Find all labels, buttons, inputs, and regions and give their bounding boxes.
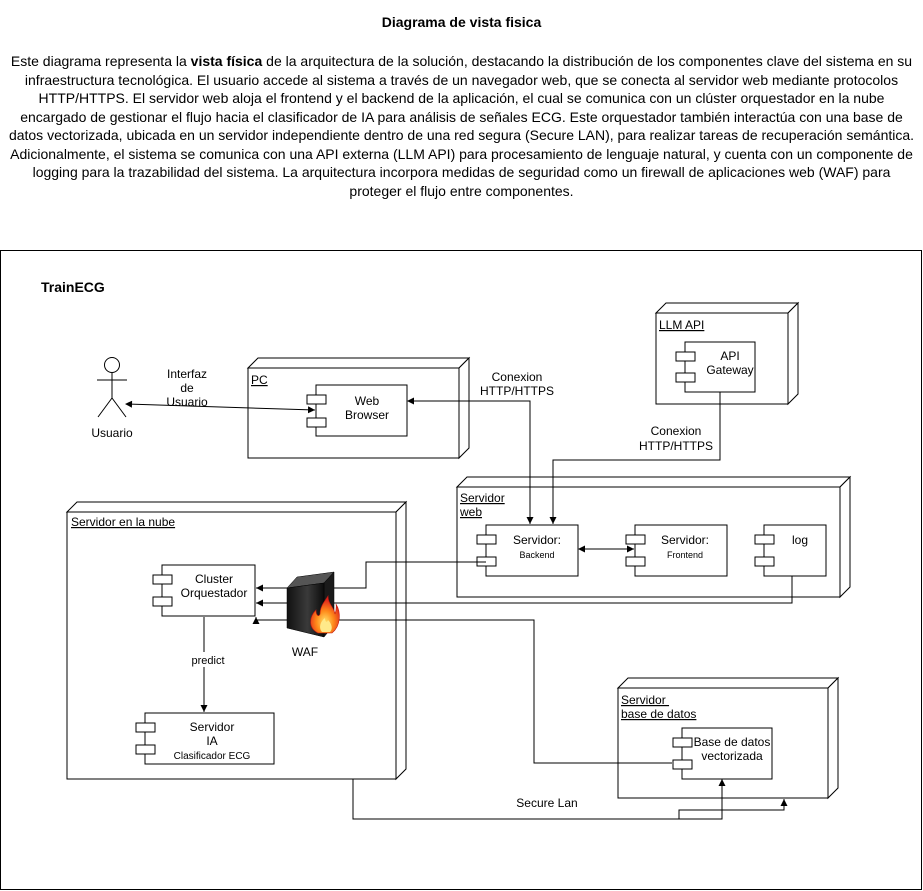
system-label: TrainECG <box>41 279 105 295</box>
component-frontend <box>625 524 728 577</box>
backend-sub: Backend <box>519 550 554 560</box>
component-servidor-ia <box>135 712 275 765</box>
ia-sub: Clasificador ECG <box>174 751 251 762</box>
node-pc-label: PC <box>251 373 268 387</box>
ia-label-1: Servidor <box>190 720 235 734</box>
component-log <box>754 524 827 577</box>
user-actor-label: Usuario <box>91 426 133 440</box>
waf-label: WAF <box>292 645 318 659</box>
page-title: Diagrama de vista fisica <box>381 14 542 30</box>
vector-db-label-2: vectorizada <box>701 749 763 763</box>
vector-db-label-1: Base de datos <box>694 735 771 749</box>
backend-title: Servidor: <box>513 533 561 547</box>
frontend-sub: Frontend <box>667 550 703 560</box>
interface-label-2: de <box>180 381 194 395</box>
component-api-gateway <box>675 341 756 393</box>
conn-http-2-label-2: HTTP/HTTPS <box>639 439 713 453</box>
edge-secure-lan-db <box>352 779 726 820</box>
description-bold: vista física <box>190 53 263 69</box>
edge-browser-backend <box>407 397 534 524</box>
predict-label: predict <box>191 655 224 667</box>
api-gateway-label-2: Gateway <box>706 363 753 377</box>
node-servidor-web-label-2: web <box>459 505 482 519</box>
cluster-label-2: Orquestador <box>181 586 248 600</box>
description-start: Este diagrama representa la <box>10 53 191 69</box>
edge-secure-lan-node <box>678 799 788 819</box>
secure-lan-label: Secure Lan <box>516 796 577 810</box>
conn-http-1-label-1: Conexion <box>492 370 543 384</box>
node-servidor-web-label-1: Servidor <box>460 491 505 505</box>
node-servidor-bd-label-2: base de datos <box>621 707 696 721</box>
system-frame <box>0 250 922 890</box>
conn-http-1-label-2: HTTP/HTTPS <box>480 384 554 398</box>
interface-label-1: Interfaz <box>167 367 207 381</box>
component-web-browser <box>306 384 408 437</box>
edge-log-cluster <box>256 576 793 607</box>
node-servidor-nube-label: Servidor en la nube <box>71 515 175 529</box>
edge-user-browser <box>125 400 316 414</box>
cluster-label-1: Cluster <box>195 572 233 586</box>
node-servidor-bd-label-1: Servidor <box>621 693 669 707</box>
api-gateway-label-1: API <box>720 349 739 363</box>
interface-label-3: Usuario <box>166 395 208 409</box>
web-browser-label-2: Browser <box>345 408 389 422</box>
log-label: log <box>792 533 808 547</box>
description-end: de la arquitectura de la solución, desta… <box>8 53 915 199</box>
firewall-icon <box>286 571 340 638</box>
ia-label-2: IA <box>206 734 217 748</box>
web-browser-label-1: Web <box>355 394 380 408</box>
user-actor-icon <box>97 357 127 418</box>
component-cluster-orquestador <box>152 564 256 617</box>
component-backend <box>476 524 579 577</box>
node-llm-api-label: LLM API <box>659 318 704 332</box>
page-description: Este diagrama representa la vista física… <box>8 52 915 200</box>
frontend-title: Servidor: <box>661 533 709 547</box>
component-base-datos-vectorizada <box>672 727 773 780</box>
edge-gateway-backend <box>549 392 721 524</box>
edge-vectordb-cluster <box>252 617 672 764</box>
conn-http-2-label-1: Conexion <box>651 424 702 438</box>
